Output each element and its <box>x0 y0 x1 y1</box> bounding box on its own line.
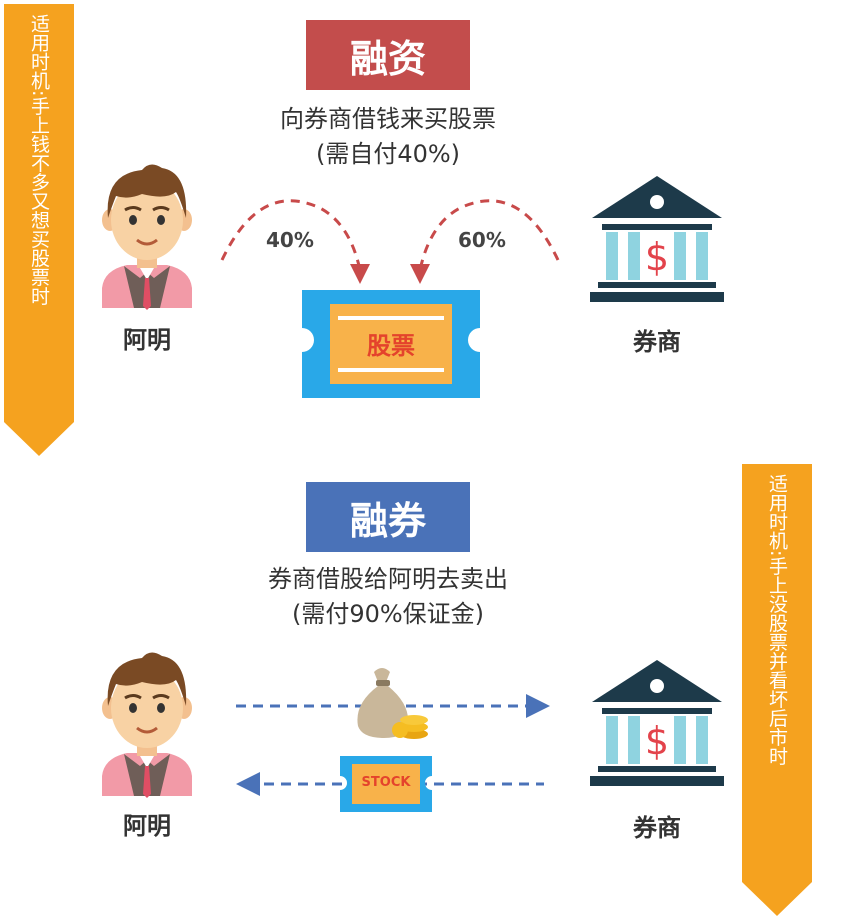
lending-title: 融券 <box>306 482 470 552</box>
person-icon <box>102 652 192 798</box>
financing-left-percent: 40% <box>266 228 314 252</box>
financing-title: 融资 <box>306 20 470 90</box>
svg-text:$: $ <box>645 719 669 763</box>
left-banner-text: 适用时机:手上钱不多又想买股票时 <box>28 14 50 306</box>
banner-shape <box>742 464 812 916</box>
stock-ticket-icon: 股票 <box>302 290 480 398</box>
right-banner-text: 适用时机:手上没股票并看坏后市时 <box>766 474 788 766</box>
person-icon <box>102 164 192 310</box>
financing-desc-line1: 向券商借钱来买股票 <box>280 105 496 133</box>
left-timing-banner: 适用时机:手上钱不多又想买股票时 <box>4 4 74 456</box>
financing-right-percent: 60% <box>458 228 506 252</box>
lending-desc-line1: 券商借股给阿明去卖出 <box>268 565 508 593</box>
ticket-label: 股票 <box>367 332 415 360</box>
person-label-lending: 阿明 <box>123 812 171 840</box>
money-bag-icon <box>357 668 428 739</box>
ticket-label: STOCK <box>361 775 411 790</box>
broker-label-financing: 券商 <box>633 328 681 356</box>
svg-text:$: $ <box>645 235 669 279</box>
bank-icon: $ <box>590 176 724 302</box>
banner-shape <box>4 4 74 456</box>
right-timing-banner: 适用时机:手上没股票并看坏后市时 <box>742 464 812 916</box>
broker-label-lending: 券商 <box>633 814 681 842</box>
coins-icon <box>392 722 408 738</box>
stock-ticket-icon: STOCK <box>340 756 432 812</box>
person-label-financing: 阿明 <box>123 326 171 354</box>
financing-desc-line2: (需自付40%) <box>315 140 461 168</box>
flow-arrows-financing <box>220 199 560 284</box>
lending-desc-line2: (需付90%保证金) <box>291 600 485 628</box>
bank-icon: $ <box>590 660 724 786</box>
